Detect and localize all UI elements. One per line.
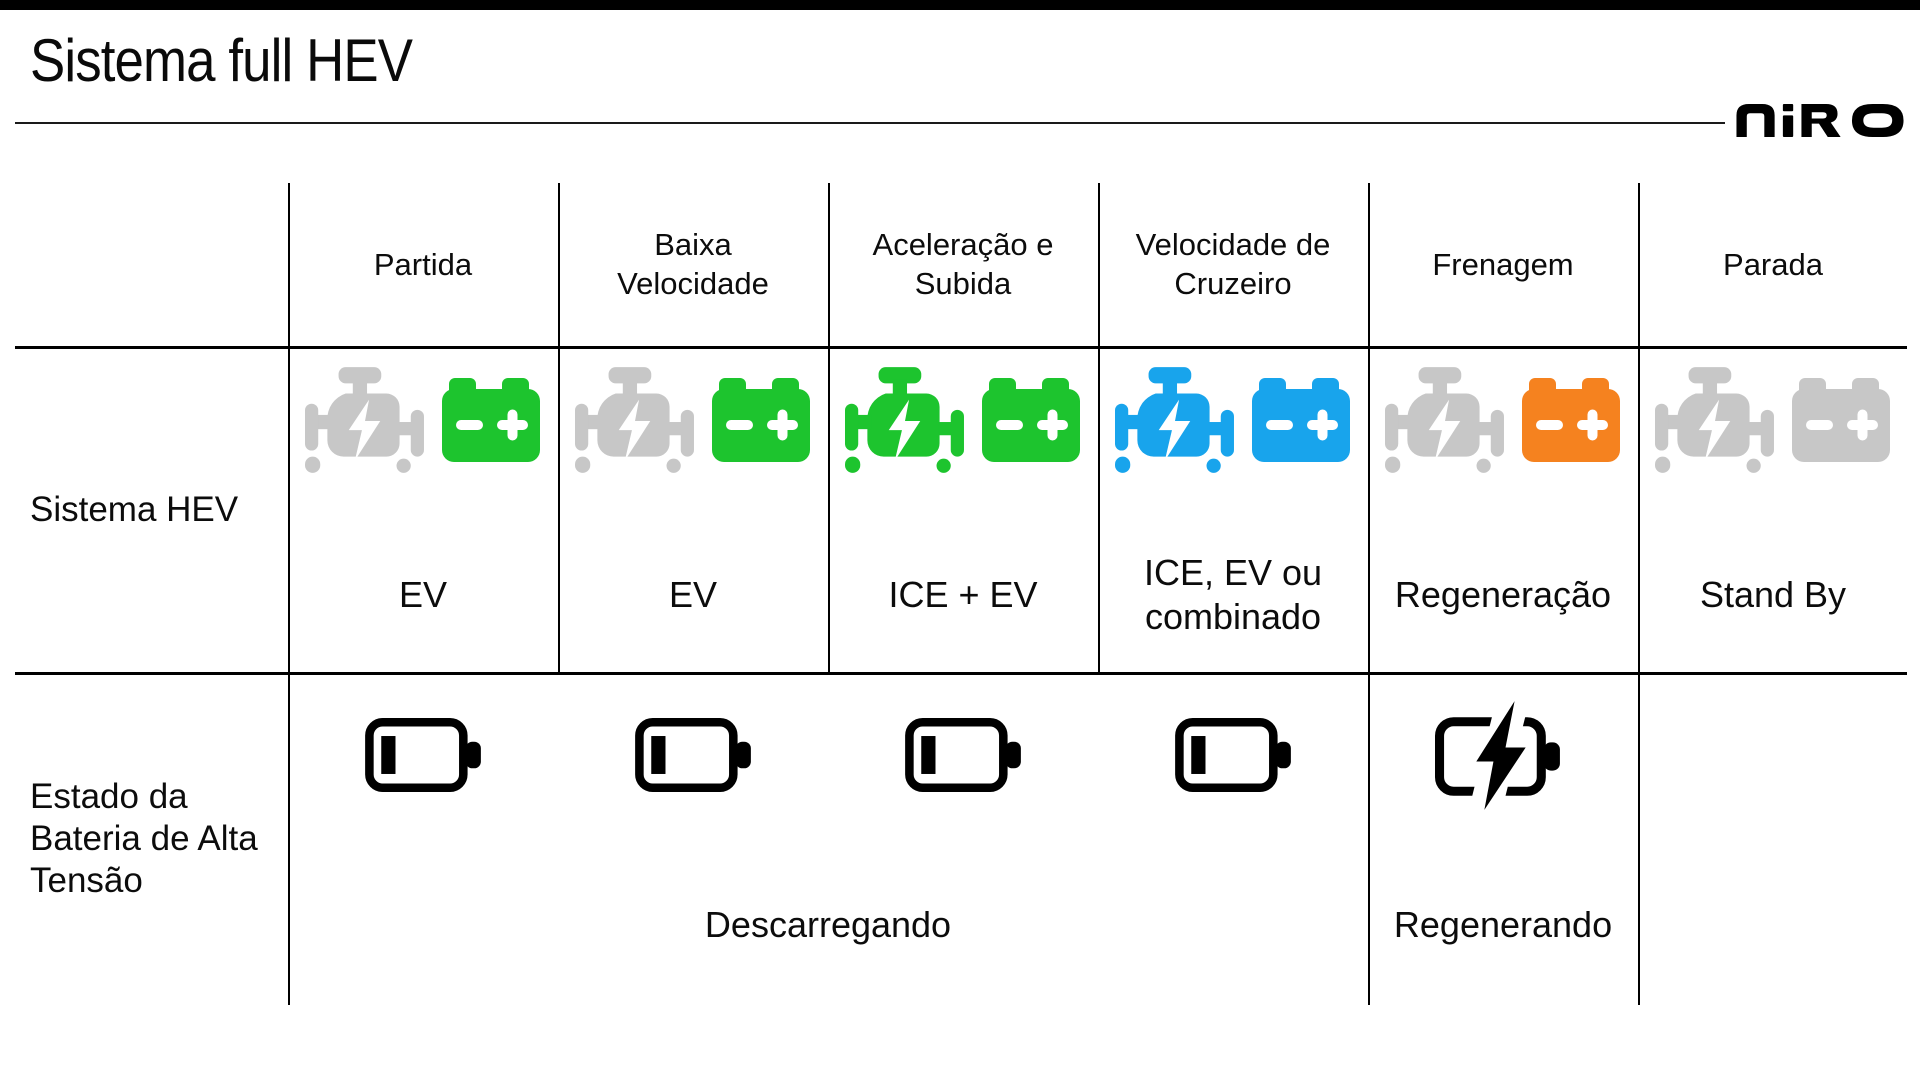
grid-hline-1 xyxy=(15,346,1907,349)
mode-label: ICE + EV xyxy=(888,574,1038,616)
engine-icon xyxy=(845,367,965,473)
column-header-cruzeiro: Velocidade de Cruzeiro xyxy=(1135,227,1331,301)
battery-state-frenagem xyxy=(1368,698,1638,812)
engine-icon xyxy=(575,367,695,473)
hev-icons-parada xyxy=(1638,352,1908,488)
column-header-frenagem: Frenagem xyxy=(1432,246,1574,282)
row-label-sistema-hev: Sistema HEV xyxy=(30,490,239,529)
soc-label-descarregando: Descarregando xyxy=(704,904,952,945)
car-battery-icon xyxy=(982,378,1082,462)
car-battery-icon xyxy=(1252,378,1352,462)
engine-icon xyxy=(305,367,425,473)
grid-vline-2 xyxy=(558,183,560,673)
battery-low-icon xyxy=(635,718,751,792)
mode-label: EV xyxy=(668,574,718,616)
hev-icons-baixa-velocidade xyxy=(558,352,828,488)
grid-hline-2 xyxy=(15,672,1907,675)
battery-state-partida xyxy=(288,698,558,812)
battery-state-baixa-velocidade xyxy=(558,698,828,812)
mode-label: EV xyxy=(398,574,448,616)
engine-icon xyxy=(1655,367,1775,473)
hev-icons-cruzeiro xyxy=(1098,352,1368,488)
car-battery-icon xyxy=(1792,378,1892,462)
battery-charging-icon xyxy=(1435,701,1571,810)
mode-label: Stand By xyxy=(1699,574,1847,616)
mode-label: Regeneração xyxy=(1394,574,1612,616)
column-header-baixa-velocidade: Baixa Velocidade xyxy=(617,227,769,301)
battery-low-icon xyxy=(905,718,1021,792)
column-header-partida: Partida xyxy=(373,246,473,282)
column-header-aceleracao: Aceleração e Subida xyxy=(872,227,1054,301)
column-header-parada: Parada xyxy=(1723,246,1823,282)
car-battery-icon xyxy=(712,378,812,462)
soc-label-regenerando: Regenerando xyxy=(1393,904,1613,945)
car-battery-icon xyxy=(442,378,542,462)
battery-low-icon xyxy=(1175,718,1291,792)
hev-icons-frenagem xyxy=(1368,352,1638,488)
title-divider xyxy=(15,122,1725,124)
battery-state-cruzeiro xyxy=(1098,698,1368,812)
grid-vline-3 xyxy=(828,183,830,673)
hev-icons-aceleracao xyxy=(828,352,1098,488)
car-battery-icon xyxy=(1522,378,1622,462)
battery-low-icon xyxy=(365,718,481,792)
niro-logo-icon xyxy=(1736,104,1904,137)
engine-icon xyxy=(1385,367,1505,473)
grid-vline-1 xyxy=(288,183,290,1005)
grid-vline-4 xyxy=(1098,183,1100,673)
row-label-estado-bateria: Estado da Bateria de Alta Tensão xyxy=(30,777,258,900)
mode-label: ICE, EV ou combinado xyxy=(1143,552,1323,637)
grid-vline-5 xyxy=(1368,183,1370,1005)
engine-icon xyxy=(1115,367,1235,473)
battery-state-aceleracao xyxy=(828,698,1098,812)
page-title: Sistema full HEV xyxy=(30,27,413,94)
hev-icons-partida xyxy=(288,352,558,488)
top-accent-bar xyxy=(0,0,1920,10)
grid-vline-6 xyxy=(1638,183,1640,1005)
